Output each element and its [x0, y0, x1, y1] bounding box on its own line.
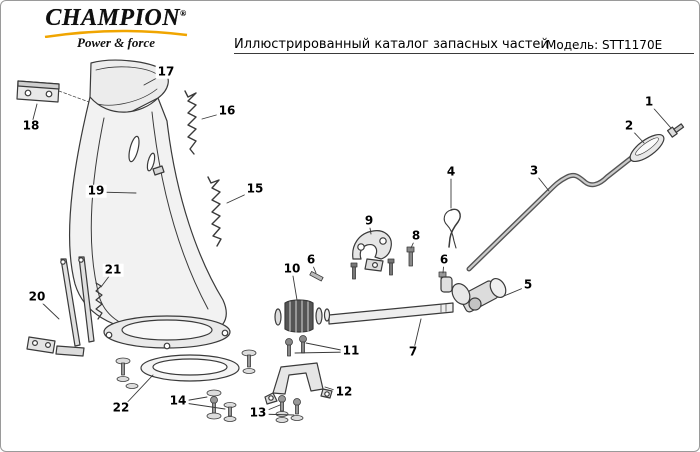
tagline-row: Power & force — [31, 32, 201, 51]
header: CHAMPION® Power & force Иллюстрированный… — [1, 1, 699, 57]
part-bolt-8 — [406, 246, 415, 267]
part-mounting-bracket — [16, 80, 90, 103]
part-chute-body — [68, 96, 231, 350]
part-spring-lower — [207, 176, 222, 247]
part-pin-6-left — [309, 271, 324, 282]
part-bolts-11 — [285, 335, 307, 357]
brand-name: CHAMPION® — [31, 6, 201, 30]
part-flange-bolts — [115, 349, 257, 389]
part-support-rods — [26, 256, 95, 357]
part-worm-gear — [274, 299, 331, 333]
part-bracket-plate — [350, 230, 395, 280]
model-label: Модель: STT1170E — [546, 38, 663, 52]
part-handle-grip — [629, 133, 665, 163]
brand-tagline: Power & force — [77, 35, 155, 50]
catalog-title: Иллюстрированный каталог запасных частей — [234, 37, 549, 52]
part-small-spring — [95, 282, 103, 320]
header-rule — [234, 53, 694, 54]
registered-mark: ® — [180, 9, 187, 18]
part-u-bracket — [264, 362, 333, 405]
part-rotation-ring — [140, 354, 240, 382]
brand-text: CHAMPION — [45, 5, 181, 31]
champion-logo: CHAMPION® Power & force — [31, 6, 201, 51]
part-cotter-pin — [443, 208, 461, 249]
part-shaft — [328, 302, 454, 325]
part-crank-rod — [466, 152, 638, 272]
part-hardware-13 — [275, 395, 304, 423]
logo-swoosh — [44, 29, 188, 38]
part-handle-bolt — [666, 123, 685, 138]
part-gear-housing — [440, 276, 507, 313]
part-hardware-14 — [206, 389, 237, 422]
part-spring-upper — [184, 90, 197, 155]
